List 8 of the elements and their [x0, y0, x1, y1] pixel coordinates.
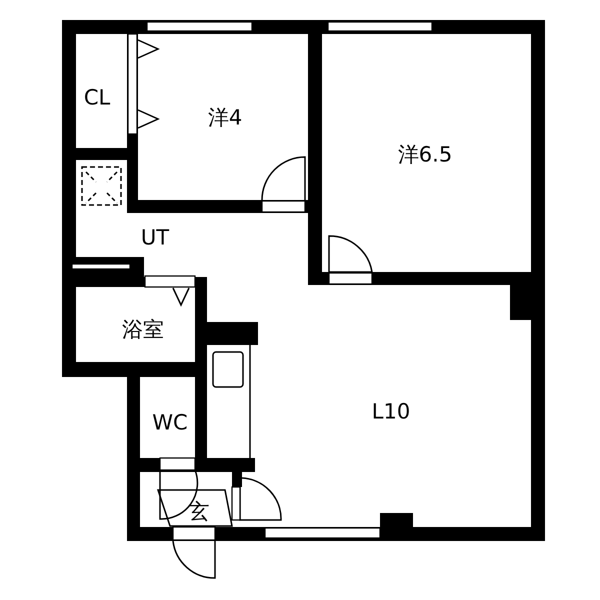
room-label: 玄	[188, 502, 210, 522]
room-label: UT	[140, 228, 170, 248]
room-label: 洋6.5	[398, 144, 452, 166]
room-label: CL	[84, 88, 110, 108]
room-label: L10	[372, 402, 410, 422]
room-label: WC	[152, 412, 188, 434]
room-label: 浴室	[122, 320, 164, 340]
room-label: 洋4	[208, 108, 242, 128]
